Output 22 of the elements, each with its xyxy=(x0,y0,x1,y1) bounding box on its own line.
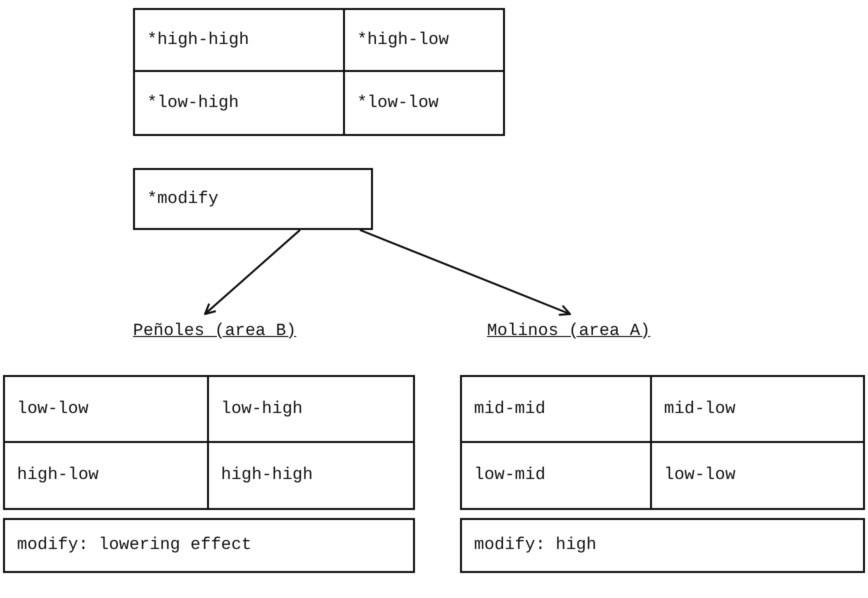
table-cell-text: mid-mid xyxy=(462,377,652,443)
area-heading: Peñoles (area B) xyxy=(133,316,333,346)
table-cell-text: *low-low xyxy=(345,72,503,134)
table-box xyxy=(133,8,505,136)
table-cell-text: high-high xyxy=(209,443,413,508)
text-box: modify: high xyxy=(460,518,865,573)
area-heading: Molinos (area A) xyxy=(487,316,687,346)
table-cell-text: low-low xyxy=(5,377,209,443)
table-cell-text: high-low xyxy=(5,443,209,508)
table-cell-text: low-mid xyxy=(462,443,652,508)
text-box: modify: lowering effect xyxy=(3,518,415,573)
arrow xyxy=(360,229,571,316)
table-cell-text: *low-high xyxy=(135,72,345,134)
text-box: *modify xyxy=(133,168,373,230)
table-cell-text: low-low xyxy=(652,443,863,508)
table-cell-text: mid-low xyxy=(652,377,863,443)
table-cell-text: *high-high xyxy=(135,10,345,72)
table-cell-text: *high-low xyxy=(345,10,503,72)
arrow xyxy=(204,229,301,315)
table-box xyxy=(3,375,415,510)
table-cell-text: low-high xyxy=(209,377,413,443)
table-box xyxy=(460,375,865,510)
